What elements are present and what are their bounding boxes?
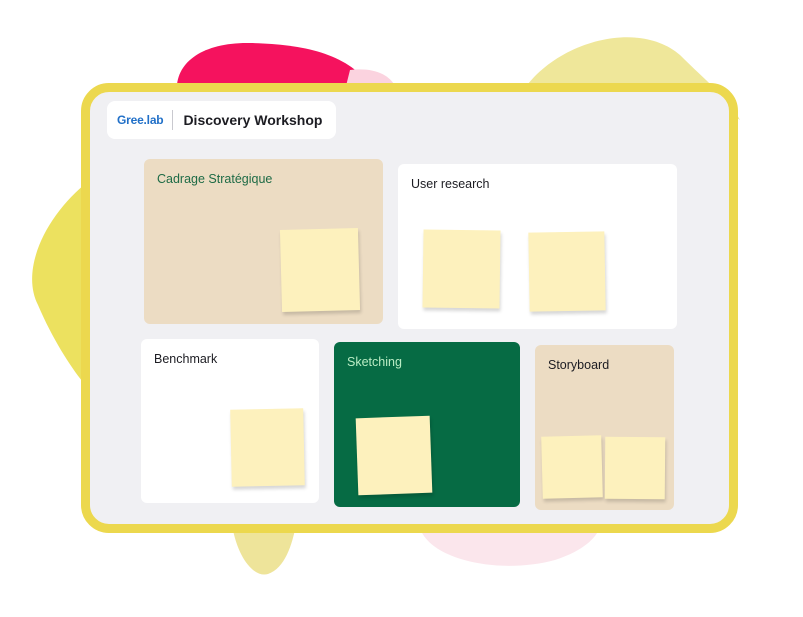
sticky-note[interactable] <box>604 436 666 500</box>
yellow-blob-right <box>525 37 740 121</box>
board-benchmark[interactable]: Benchmark <box>141 339 319 503</box>
board-sketching[interactable]: Sketching <box>334 342 520 507</box>
board-label: Storyboard <box>548 358 610 372</box>
board-label: User research <box>411 177 490 191</box>
header-divider <box>172 110 174 130</box>
sticky-note[interactable] <box>541 435 603 499</box>
light-pink-blob-bottom <box>420 528 600 566</box>
sticky-note[interactable] <box>422 229 501 309</box>
board-storyboard[interactable]: Storyboard <box>535 345 674 510</box>
yellow-blob-left <box>32 180 90 390</box>
workshop-header: Gree.lab Discovery Workshop <box>107 101 336 139</box>
sticky-note[interactable] <box>355 415 433 496</box>
sticky-note[interactable] <box>230 408 305 487</box>
sticky-note[interactable] <box>528 231 606 312</box>
workshop-title: Discovery Workshop <box>183 112 323 128</box>
board-cadrage-strategique[interactable]: Cadrage Stratégique <box>144 159 383 324</box>
board-label: Benchmark <box>154 352 218 366</box>
board-label: Sketching <box>347 355 402 369</box>
greelab-logo[interactable]: Gree.lab <box>117 113 164 127</box>
yellow-blob-bottom <box>232 525 296 575</box>
board-label: Cadrage Stratégique <box>157 172 273 186</box>
board-user-research[interactable]: User research <box>398 164 677 329</box>
sticky-note[interactable] <box>279 227 361 313</box>
